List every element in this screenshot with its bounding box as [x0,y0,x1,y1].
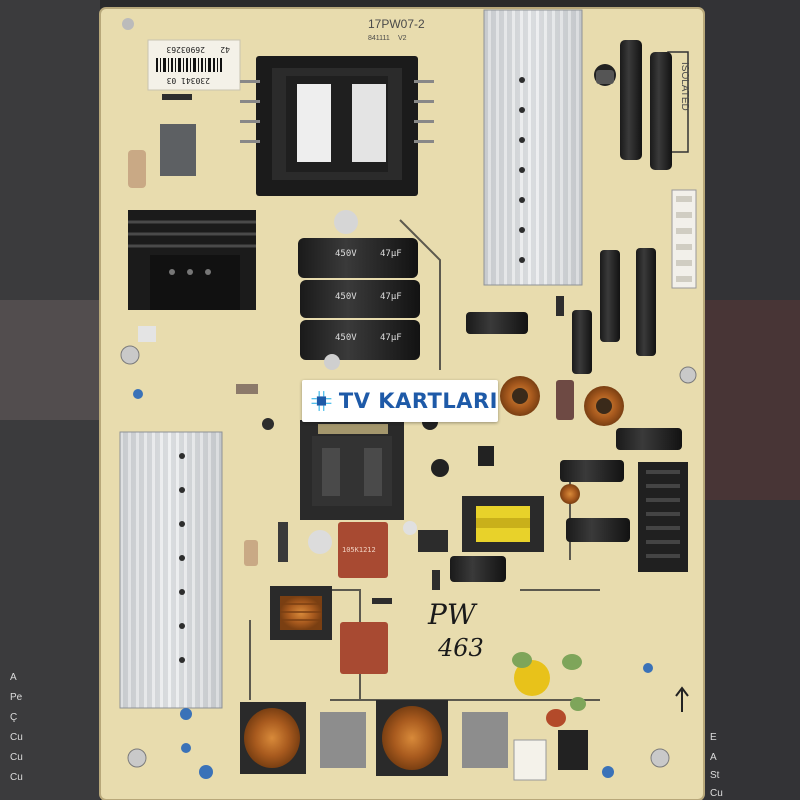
handwritten-line2: 463 [437,634,484,662]
svg-text:Cu: Cu [10,732,23,743]
svg-text:Pe: Pe [10,692,23,703]
chip-icon [311,391,332,411]
mount-hole [679,366,697,384]
keyboard-letters-right: E A St Cu [710,732,723,799]
ac-connector [513,739,547,781]
arrow-mark [675,686,689,712]
cap-label: 450V [335,249,357,259]
watermark-text: TV KARTLARI [338,389,498,413]
mount-hole [122,18,134,30]
cap-label: 47µF [380,333,402,343]
misc-components [138,94,564,604]
sticker-line1: 26903263 [166,45,205,54]
svg-text:Ç: Ç [10,712,17,723]
heatsink-black [128,210,256,310]
inductor-gray [160,124,196,176]
isolated-label: ISOLATED [679,62,690,111]
yellow-capacitor [514,660,550,696]
film-capacitors: 105K1212 [338,522,388,674]
cap-label: 47µF [380,292,402,302]
mount-hole [650,748,670,768]
choke-mid [270,586,332,640]
svg-text:St: St [710,770,720,781]
connector-right [671,189,697,289]
svg-text:E: E [710,732,717,743]
barcode [156,58,222,72]
capacitors-top-right [594,40,672,170]
watermark-logo: TV KARTLARI [302,380,498,422]
svg-text:Cu: Cu [10,772,23,783]
keyboard-letters-left: A Pe Ç Cu Cu Cu [10,672,23,783]
cap-label: 450V [335,292,357,302]
svg-text:Cu: Cu [710,788,723,799]
heatsink-top [483,9,583,286]
board-model: 17PW07-2 [368,17,425,31]
sticker-line2: 230341 03 [166,76,210,85]
svg-text:A: A [710,752,717,763]
film-cap-label: 105K1212 [342,546,376,554]
cap-label: 47µF [380,249,402,259]
handwritten-line1: PW [427,598,478,631]
toroid-coils [500,376,624,504]
mount-hole [127,748,147,768]
svg-text:Cu: Cu [10,752,23,763]
small-ceramic-caps [133,389,653,779]
header-connector [638,462,688,572]
mount-hole [120,345,140,365]
transformer-yellow [462,496,544,552]
svg-text:A: A [10,672,17,683]
bottom-chokes [240,700,508,776]
transformer-middle [300,420,404,520]
main-transformer [240,56,434,196]
cap-label: 450V [335,333,357,343]
board-rev: V2 [398,35,407,42]
bulk-capacitors: 47µF 450V 47µF 450V 47µF 450V [298,210,420,370]
capacitors-mid-right [450,248,682,582]
sticker-num: 42 [220,45,230,54]
board-part: 841111 [368,35,390,42]
heatsink-bottom [119,431,223,709]
